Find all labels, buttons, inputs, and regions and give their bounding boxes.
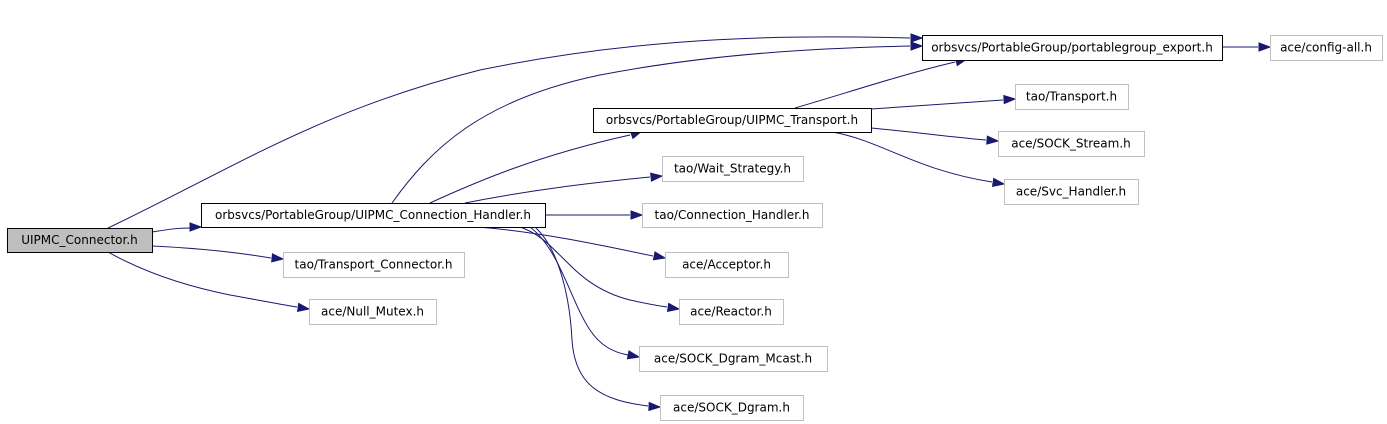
- node-label: orbsvcs/PortableGroup/portablegroup_expo…: [931, 41, 1213, 55]
- node-label: tao/Transport_Connector.h: [295, 258, 453, 272]
- node-sock-dgram-mcast[interactable]: ace/SOCK_Dgram_Mcast.h: [639, 346, 828, 372]
- node-config-all[interactable]: ace/config-all.h: [1270, 35, 1383, 61]
- arrowhead-icon: [296, 302, 311, 312]
- edge-pg-export-to-config-all: [1222, 42, 1272, 52]
- edge-uipmc-transport-to-pg-export: [794, 57, 969, 109]
- node-label: ace/SOCK_Stream.h: [1011, 137, 1131, 151]
- node-acceptor[interactable]: ace/Acceptor.h: [665, 252, 789, 278]
- edge-line: [151, 245, 272, 259]
- nodes-layer: UIPMC_Connector.h orbsvcs/PortableGroup/U…: [7, 35, 1383, 421]
- node-label: ace/Null_Mutex.h: [321, 305, 424, 319]
- node-conn-handler[interactable]: orbsvcs/PortableGroup/UIPMC_Connection_H…: [201, 203, 546, 228]
- arrowhead-icon: [986, 135, 1000, 145]
- edge-line: [794, 61, 956, 109]
- edge-conn-handler-to-pg-export: [391, 41, 924, 204]
- edge-line: [429, 134, 631, 204]
- node-box: [639, 346, 828, 372]
- arrowhead-icon: [910, 33, 924, 43]
- edge-line: [107, 251, 298, 308]
- edge-connector-to-pg-export: [107, 33, 924, 229]
- edge-conn-handler-to-uipmc-transport: [429, 130, 644, 204]
- node-pg-export[interactable]: orbsvcs/PortableGroup/portablegroup_expo…: [922, 35, 1223, 61]
- node-box: [1015, 84, 1129, 110]
- node-connector[interactable]: UIPMC_Connector.h: [7, 228, 153, 253]
- node-box: [283, 252, 465, 278]
- edge-conn-handler-to-connection-handler: [545, 210, 644, 220]
- node-sock-stream[interactable]: ace/SOCK_Stream.h: [998, 131, 1145, 157]
- edge-line: [870, 99, 1004, 110]
- edge-line: [870, 127, 987, 141]
- node-box: [642, 203, 823, 228]
- node-wait-strategy[interactable]: tao/Wait_Strategy.h: [662, 156, 804, 182]
- edge-connector-to-null-mutex: [107, 251, 311, 312]
- node-box: [7, 228, 153, 253]
- node-box: [593, 108, 872, 133]
- node-svc-handler[interactable]: ace/Svc_Handler.h: [1004, 179, 1139, 205]
- edge-conn-handler-to-acceptor: [477, 226, 667, 261]
- arrowhead-icon: [626, 350, 641, 360]
- arrowhead-icon: [630, 210, 644, 220]
- edge-line: [831, 131, 993, 183]
- node-box: [662, 156, 804, 182]
- edge-connector-to-transport-connector: [151, 245, 285, 263]
- edge-line: [529, 226, 629, 356]
- edge-line: [519, 226, 668, 308]
- node-box: [201, 203, 546, 228]
- node-label: tao/Wait_Strategy.h: [674, 162, 791, 176]
- arrowhead-icon: [648, 401, 662, 412]
- node-label: ace/Reactor.h: [690, 305, 772, 319]
- edge-connector-to-conn-handler: [151, 222, 203, 233]
- arrowhead-icon: [910, 41, 924, 51]
- arrowhead-icon: [991, 177, 1006, 187]
- arrowhead-icon: [650, 172, 664, 182]
- edge-uipmc-transport-to-tao-transport: [870, 94, 1017, 110]
- node-label: UIPMC_Connector.h: [21, 233, 138, 247]
- edge-conn-handler-to-wait-strategy: [464, 172, 664, 204]
- node-box: [660, 395, 804, 421]
- arrowhead-icon: [1003, 94, 1017, 105]
- node-box: [665, 252, 789, 278]
- arrowhead-icon: [666, 302, 681, 312]
- node-tao-transport[interactable]: tao/Transport.h: [1015, 84, 1129, 110]
- node-box: [998, 131, 1145, 157]
- node-box: [922, 35, 1223, 61]
- node-label: ace/config-all.h: [1280, 41, 1372, 55]
- node-null-mutex[interactable]: ace/Null_Mutex.h: [309, 299, 437, 325]
- node-sock-dgram[interactable]: ace/SOCK_Dgram.h: [660, 395, 804, 421]
- node-box: [679, 299, 784, 325]
- node-label: tao/Connection_Handler.h: [655, 208, 810, 222]
- edge-conn-handler-to-sock-dgram: [534, 226, 662, 412]
- node-label: orbsvcs/PortableGroup/UIPMC_Transport.h: [606, 113, 858, 127]
- node-box: [309, 299, 437, 325]
- node-uipmc-transport[interactable]: orbsvcs/PortableGroup/UIPMC_Transport.h: [593, 108, 872, 133]
- edge-line: [107, 36, 911, 229]
- node-label: ace/SOCK_Dgram_Mcast.h: [654, 352, 812, 366]
- arrowhead-icon: [189, 222, 203, 232]
- node-connection-handler[interactable]: tao/Connection_Handler.h: [642, 203, 823, 228]
- node-label: tao/Transport.h: [1026, 90, 1117, 104]
- node-box: [1270, 35, 1383, 61]
- edge-line: [464, 176, 651, 204]
- node-label: orbsvcs/PortableGroup/UIPMC_Connection_H…: [215, 208, 531, 222]
- edge-line: [477, 226, 654, 257]
- arrowhead-icon: [1258, 42, 1272, 52]
- node-label: ace/Svc_Handler.h: [1016, 185, 1126, 199]
- edge-line: [534, 226, 649, 407]
- node-transport-connector[interactable]: tao/Transport_Connector.h: [283, 252, 465, 278]
- edge-line: [391, 45, 911, 204]
- edges-layer: [107, 33, 1272, 412]
- node-label: ace/SOCK_Dgram.h: [673, 401, 790, 415]
- edge-uipmc-transport-to-sock-stream: [870, 127, 1000, 145]
- edge-uipmc-transport-to-svc-handler: [831, 131, 1006, 187]
- edge-conn-handler-to-reactor: [519, 226, 681, 312]
- arrowhead-icon: [271, 253, 285, 263]
- arrowhead-icon: [652, 251, 667, 261]
- node-reactor[interactable]: ace/Reactor.h: [679, 299, 784, 325]
- edge-conn-handler-to-sock-dgram-mcast: [529, 226, 641, 360]
- edge-line: [151, 227, 191, 233]
- node-box: [1004, 179, 1139, 205]
- node-label: ace/Acceptor.h: [682, 258, 771, 272]
